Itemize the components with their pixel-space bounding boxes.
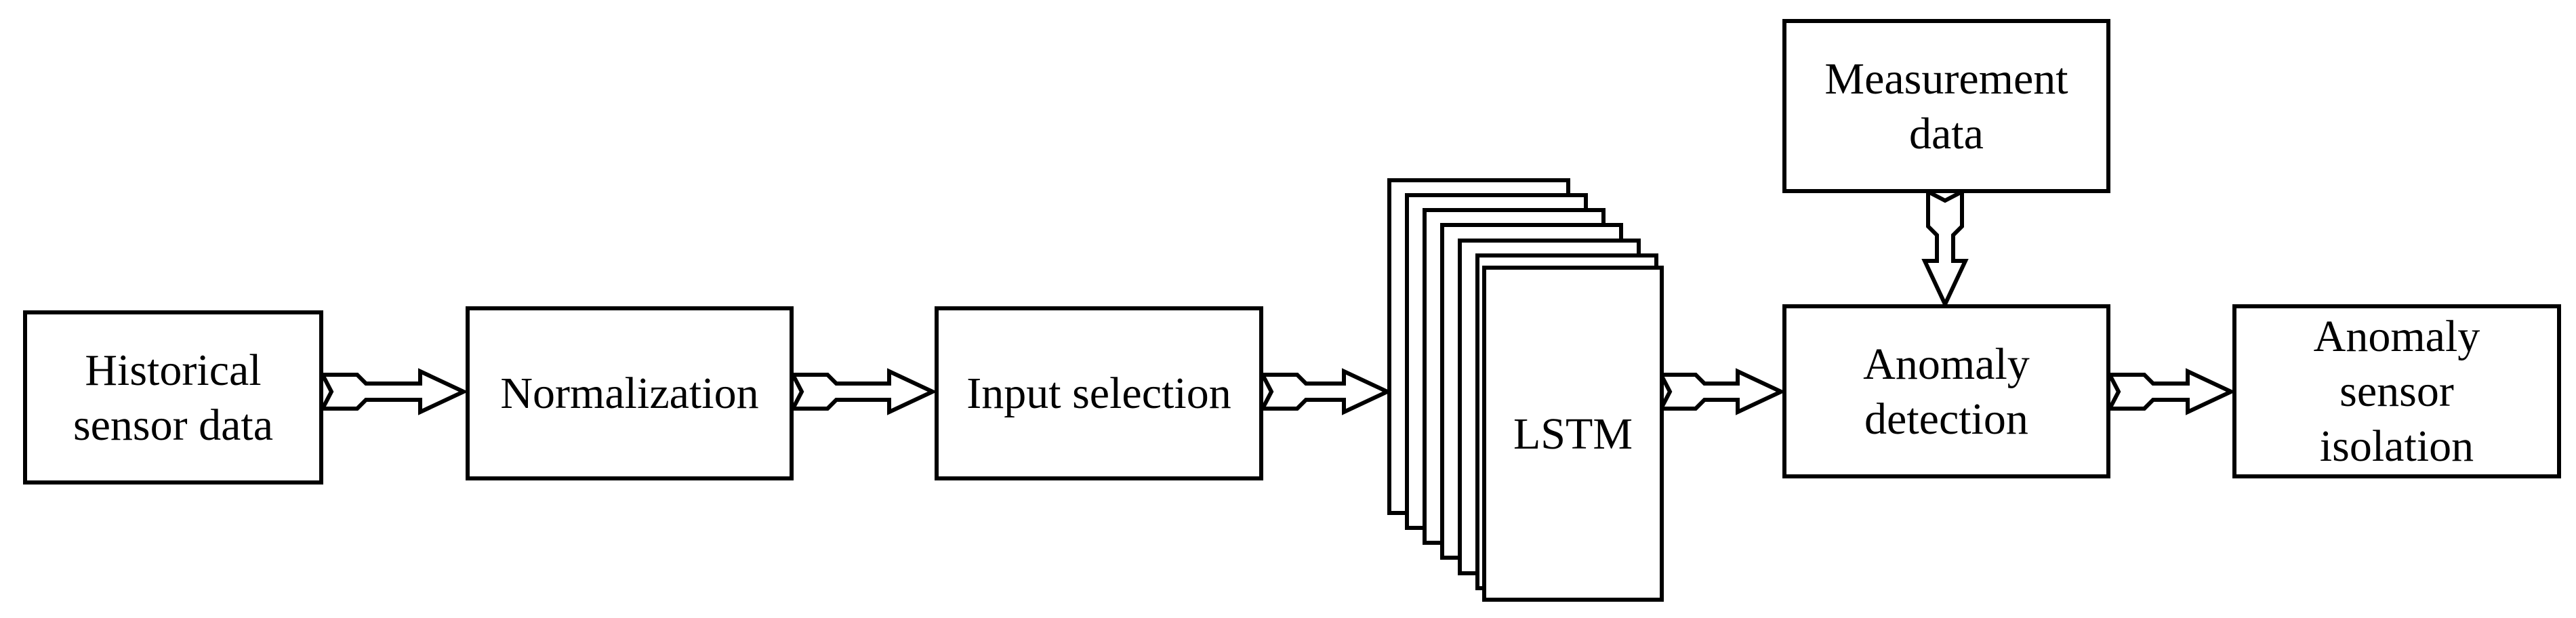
input-selection-box: Input selection xyxy=(935,306,1263,480)
anomaly-sensor-isolation-box: Anomaly sensor isolation xyxy=(2232,304,2561,478)
historical-sensor-data-box: Historical sensor data xyxy=(23,310,323,485)
arrow-measurement-to-detection xyxy=(1921,188,1969,310)
lstm-box: LSTM xyxy=(1482,266,1664,602)
normalization-label: Normalization xyxy=(500,369,759,418)
measurement-data-box: Measurement data xyxy=(1782,19,2110,193)
arrow-normalization-to-input-selection xyxy=(790,368,938,415)
arrow-input-selection-to-lstm xyxy=(1259,368,1393,415)
anomaly-sensor-isolation-label: Anomaly sensor isolation xyxy=(2313,312,2480,471)
input-selection-label: Input selection xyxy=(966,369,1231,418)
normalization-box: Normalization xyxy=(466,306,794,480)
measurement-data-label: Measurement data xyxy=(1824,54,2068,159)
anomaly-detection-label: Anomaly detection xyxy=(1863,339,2030,444)
arrow-detection-to-isolation xyxy=(2106,368,2236,415)
arrow-historical-to-normalization xyxy=(319,368,469,415)
historical-sensor-data-label: Historical sensor data xyxy=(73,345,274,450)
lstm-label: LSTM xyxy=(1513,409,1633,459)
anomaly-detection-box: Anomaly detection xyxy=(1782,304,2110,478)
arrow-lstm-to-anomaly-detection xyxy=(1658,368,1786,415)
